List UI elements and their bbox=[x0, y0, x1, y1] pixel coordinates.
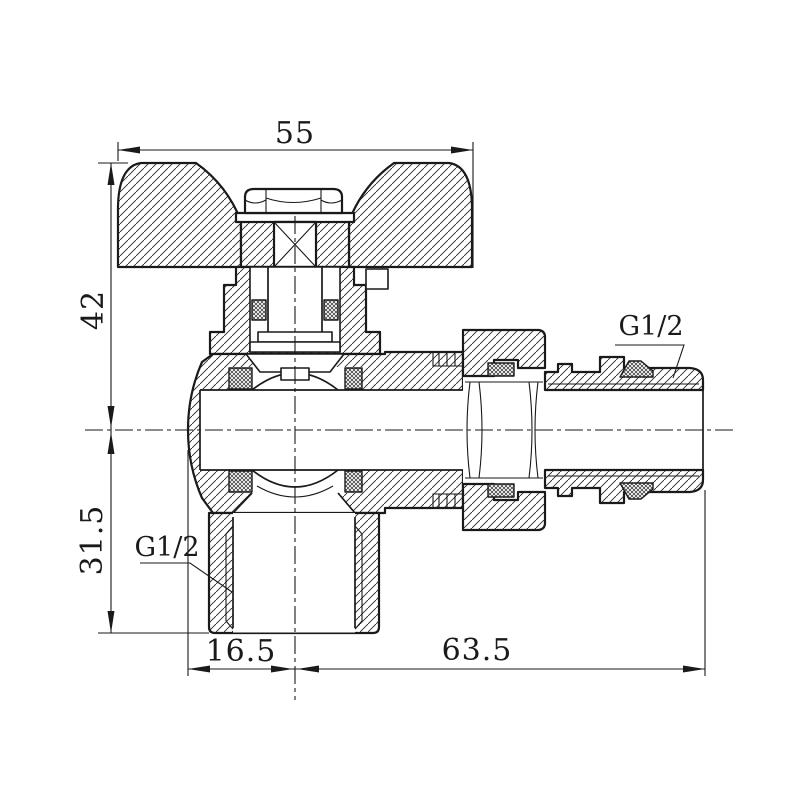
ball-seat-lower-left bbox=[228, 470, 253, 493]
dim-63-5-text: 63.5 bbox=[442, 633, 513, 668]
dim-16-5-text: 16.5 bbox=[206, 634, 277, 669]
thread-seal-top bbox=[619, 360, 654, 378]
ball-seat-lower-right bbox=[344, 470, 363, 493]
female-thread-crest bbox=[232, 517, 356, 628]
dim-16-5: 16.5 bbox=[187, 450, 295, 676]
union-nut-top bbox=[461, 328, 547, 378]
bonnet bbox=[208, 265, 389, 356]
male-thread-root-lines bbox=[548, 383, 699, 477]
bore-edge-lines bbox=[200, 389, 463, 471]
hex-nut bbox=[243, 187, 344, 215]
dim-42: 42 bbox=[76, 162, 128, 430]
dim-63-5: 63.5 bbox=[295, 490, 706, 676]
thread-seal-bottom bbox=[619, 482, 654, 500]
female-thread-root bbox=[225, 534, 363, 621]
label-g12-tailpiece-text: G1/2 bbox=[618, 311, 683, 342]
label-g12-tailpiece: G1/2 bbox=[615, 311, 685, 379]
stem-lower-trapezoid bbox=[245, 353, 345, 373]
handle-left-wing bbox=[116, 161, 243, 269]
union-nut-bottom bbox=[461, 482, 547, 532]
valve-stem bbox=[267, 267, 323, 332]
dim-31-5-text: 31.5 bbox=[75, 505, 110, 576]
bottom-outlet bbox=[207, 511, 381, 635]
body-male-thread-top bbox=[432, 352, 463, 367]
ball-seat-upper-right bbox=[344, 367, 363, 390]
label-g12-outlet-text: G1/2 bbox=[134, 532, 199, 563]
stem-packing-seal-right bbox=[323, 299, 339, 321]
bonnet-step-detail bbox=[365, 268, 389, 290]
ball bbox=[245, 353, 345, 498]
stem-packing-seal-left bbox=[251, 299, 267, 321]
ball-seat-upper-left bbox=[228, 367, 253, 390]
body-male-thread-bottom bbox=[432, 493, 463, 508]
dim-55-text: 55 bbox=[275, 116, 315, 151]
dim-42-text: 42 bbox=[76, 290, 111, 330]
union-nut bbox=[461, 328, 547, 532]
dim-55: 55 bbox=[117, 116, 474, 268]
label-g12-outlet: G1/2 bbox=[134, 532, 233, 593]
dim-31-5: 31.5 bbox=[75, 430, 209, 634]
union-gasket-top bbox=[487, 362, 515, 377]
union-gasket-bottom bbox=[487, 483, 515, 498]
handle-right-wing bbox=[347, 161, 474, 269]
ball-seats bbox=[228, 367, 363, 493]
